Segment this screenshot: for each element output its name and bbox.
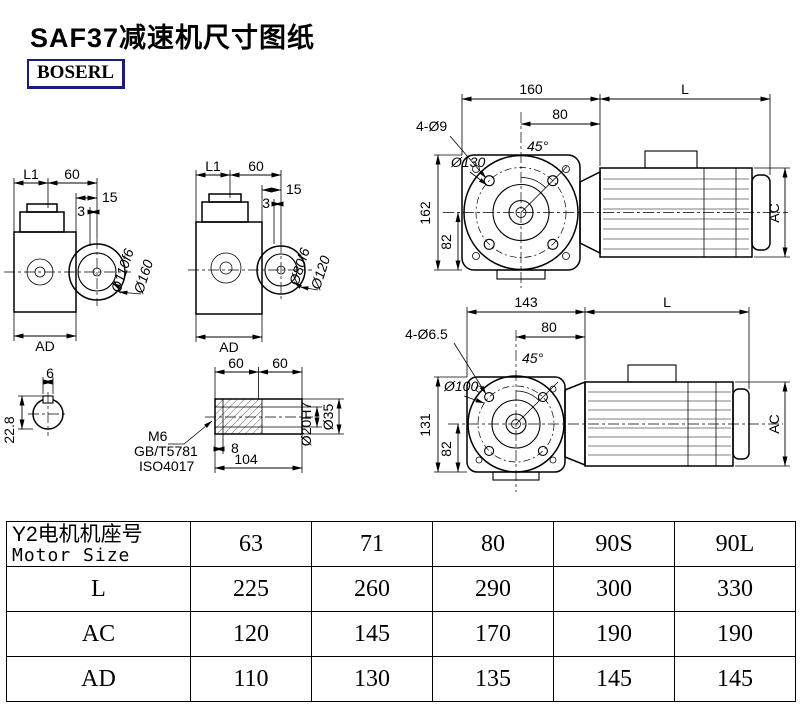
row-label-L: L — [6, 566, 191, 612]
thread-callout-label: M6 — [148, 428, 168, 444]
table-cell-size-90s: 90S — [553, 521, 675, 567]
row-label-AD: AD — [6, 656, 191, 702]
gearbox-outline — [195, 193, 263, 315]
table-cell: 110 — [190, 656, 312, 702]
table-cell: 225 — [190, 566, 312, 612]
shaft-outline — [214, 398, 303, 435]
dim-angle-label: 45° — [522, 350, 544, 366]
table-cell: 290 — [432, 566, 554, 612]
motor-size-label-en: Motor Size — [12, 544, 131, 566]
dim-flange-od-label: Ø160 — [130, 257, 156, 296]
table-cell: 190 — [674, 611, 796, 657]
dim-60b-label: 60 — [272, 355, 288, 371]
row-label-AC: AC — [6, 611, 191, 657]
dim-80-label: 80 — [552, 106, 568, 122]
table-cell-size-80: 80 — [432, 521, 554, 567]
page-title: SAF37减速机尺寸图纸 — [30, 23, 316, 53]
dim-60-label: 60 — [248, 158, 264, 174]
dim-104-label: 104 — [234, 451, 258, 467]
brand-logo: BOSERL — [27, 59, 126, 89]
dim-bore-label: Ø20H7 — [298, 402, 314, 447]
dimension-lines — [434, 307, 790, 473]
dimension-lines — [168, 367, 344, 473]
dim-ac-label: AC — [766, 414, 782, 433]
dim-flange-od-label: Ø120 — [307, 253, 333, 292]
dim-143-label: 143 — [514, 294, 538, 310]
dim-l1-label: L1 — [23, 166, 39, 182]
motor-body — [579, 150, 771, 258]
dim-l1-label: L1 — [205, 158, 221, 174]
dim-8-label: 8 — [231, 440, 239, 456]
table-cell-size-90l: 90L — [674, 521, 796, 567]
table-cell: 120 — [190, 611, 312, 657]
dim-ac-label: AC — [766, 203, 782, 222]
motor-body — [564, 364, 750, 467]
table-cell: 300 — [553, 566, 675, 612]
table-cell: 145 — [553, 656, 675, 702]
table-cell: 145 — [311, 611, 433, 657]
dim-ad-label: AD — [219, 339, 238, 355]
front-view-2: 143 L 80 4-Ø6.5 45° Ø100 131 82 AC — [405, 294, 790, 492]
dimension-lines — [18, 377, 54, 430]
table-row-L: L 225 260 290 300 330 — [6, 566, 796, 612]
dim-angle-label: 45° — [527, 138, 549, 154]
dim-15-label: 15 — [286, 181, 302, 197]
dim-key-height-label: 22.8 — [1, 416, 17, 443]
dim-ad-label: AD — [35, 338, 54, 354]
table-cell: 190 — [553, 611, 675, 657]
dim-15-label: 15 — [102, 189, 118, 205]
dimension-lines — [13, 178, 142, 341]
table-row-motor-size: Y2电机机座号 Motor Size 63 71 80 90S 90L — [6, 521, 796, 567]
dim-60a-label: 60 — [228, 355, 244, 371]
dimension-lines — [195, 170, 319, 342]
table-cell-size-63: 63 — [190, 521, 312, 567]
dim-3-label: 3 — [262, 195, 270, 211]
side-view-2: L1 60 15 3 AD Ø80f6 Ø120 — [188, 158, 333, 355]
front-view-1: 160 L 80 4-Ø9 45° Ø130 162 82 AC — [416, 81, 790, 288]
side-view-1: L1 60 15 3 AD Ø110f6 Ø160 — [4, 166, 156, 354]
table-cell: 135 — [432, 656, 554, 702]
dimension-table: Y2电机机座号 Motor Size 63 71 80 90S 90L L 22… — [6, 521, 796, 702]
motor-size-header: Y2电机机座号 Motor Size — [6, 521, 191, 567]
dim-key-width-label: 6 — [46, 365, 54, 381]
shaft-detail: 60 60 8 104 M6 GB/T5781 ISO4017 Ø20H7 Ø3… — [134, 355, 344, 474]
table-cell: 145 — [674, 656, 796, 702]
bolt-holes-callout: 4-Ø6.5 — [405, 326, 448, 342]
dim-160-label: 160 — [519, 81, 543, 97]
table-row-AC: AC 120 145 170 190 190 — [6, 611, 796, 657]
dimension-lines — [434, 94, 790, 271]
table-cell-size-71: 71 — [311, 521, 433, 567]
table-cell: 170 — [432, 611, 554, 657]
dim-60-label: 60 — [64, 166, 80, 182]
shaft-key-section: 6 22.8 — [1, 365, 68, 444]
technical-drawing: L1 60 15 3 AD Ø110f6 Ø160 — [1, 81, 790, 492]
table-cell: 260 — [311, 566, 433, 612]
dim-L-label: L — [681, 81, 689, 97]
dim-bcd-label: Ø100 — [443, 378, 478, 394]
dim-bcd-label: Ø130 — [450, 154, 485, 170]
gearbox-outline — [13, 203, 77, 313]
table-row-AD: AD 110 130 135 145 145 — [6, 656, 796, 702]
dim-L-label: L — [663, 294, 671, 310]
dim-od-label: Ø35 — [320, 404, 336, 431]
dim-82-label: 82 — [438, 441, 454, 457]
motor-size-label-cn: Y2电机机座号 — [12, 522, 143, 546]
standard-gb-label: GB/T5781 — [134, 443, 198, 459]
bolt-holes-callout: 4-Ø9 — [416, 118, 447, 134]
table-cell: 330 — [674, 566, 796, 612]
dim-80-label: 80 — [541, 319, 557, 335]
dim-131-label: 131 — [417, 413, 433, 437]
dim-3-label: 3 — [77, 203, 85, 219]
table-cell: 130 — [311, 656, 433, 702]
dim-162-label: 162 — [417, 201, 433, 225]
standard-iso-label: ISO4017 — [139, 458, 194, 474]
dim-82-label: 82 — [438, 234, 454, 250]
